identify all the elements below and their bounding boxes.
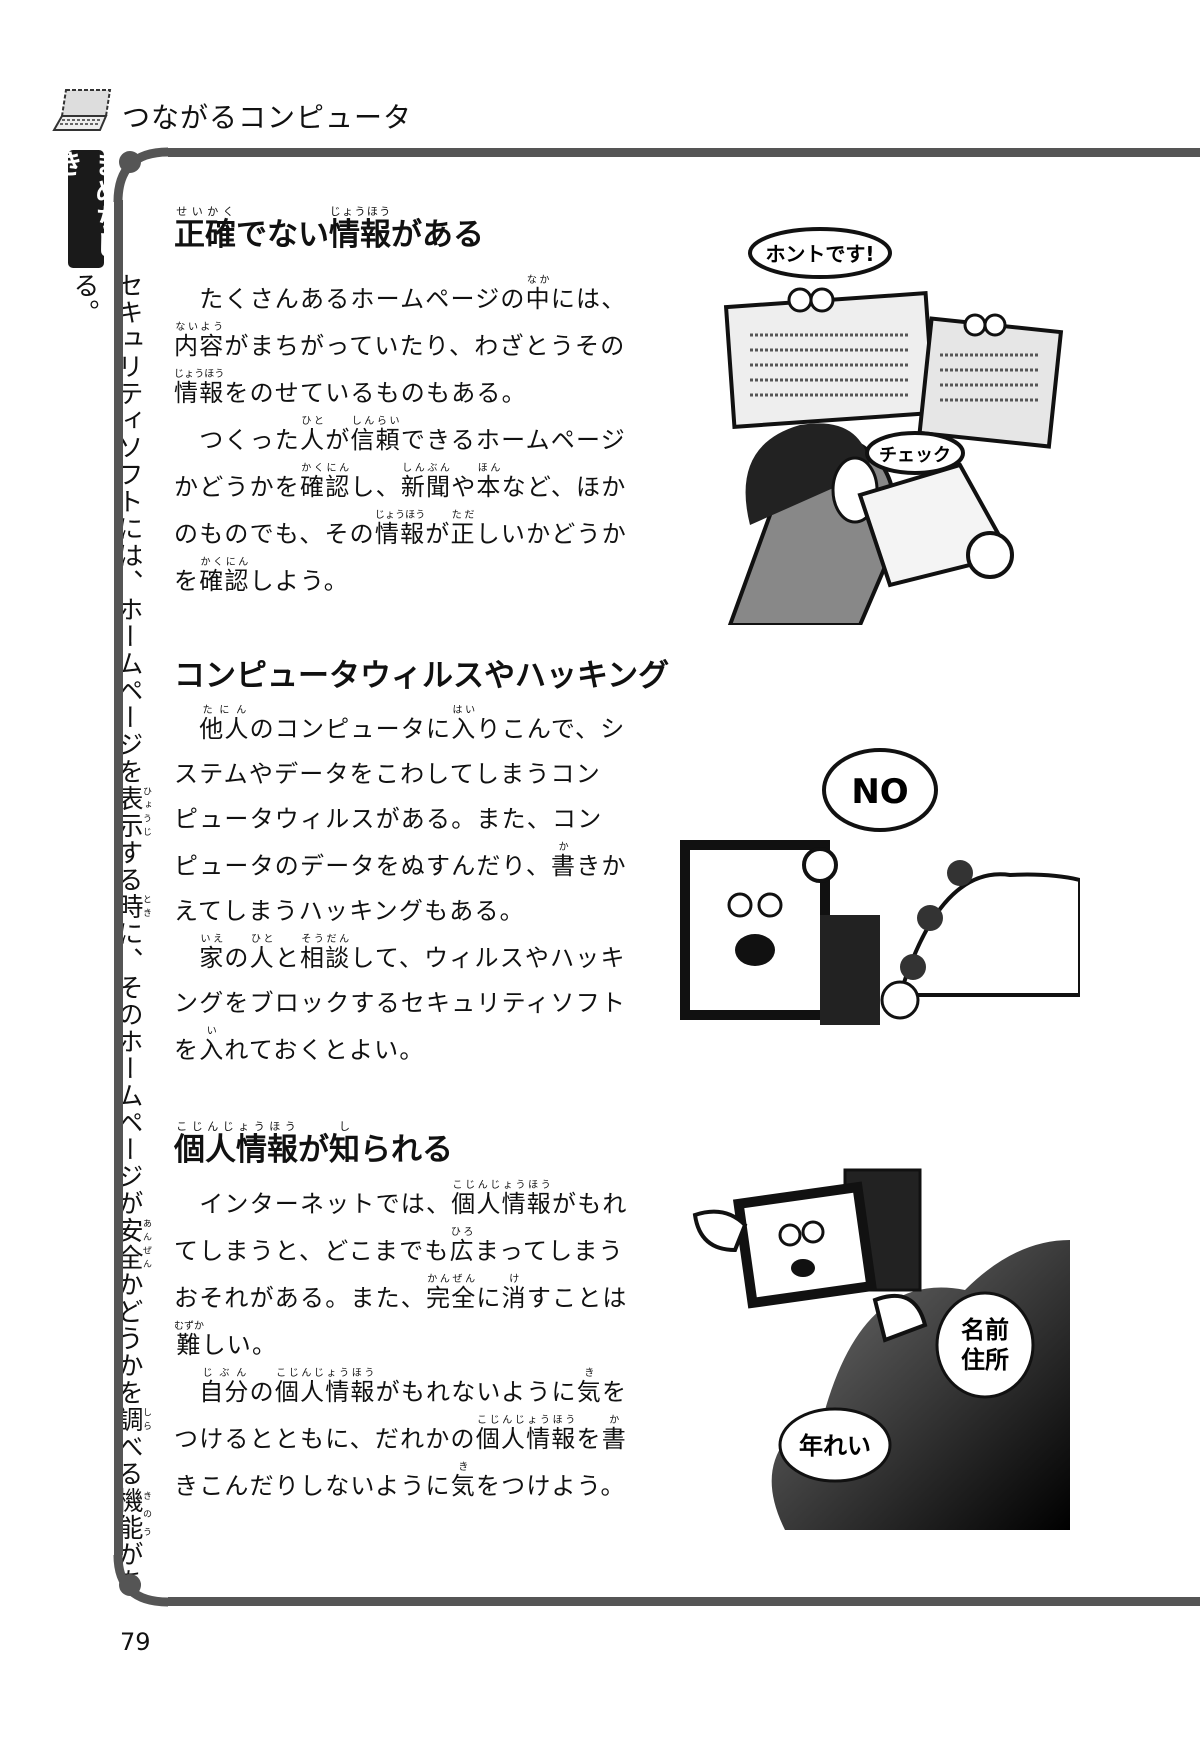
furigana-word: 個人情報こじんじょうほう [451,1180,553,1218]
frame-corner-bottom [113,1554,169,1607]
frame-border-top [168,148,1200,157]
furigana-word: 情報じょうほう [374,510,426,548]
text-line: を確認かくにんしよう。 [174,557,349,595]
text-line: のものでも、その情報じょうほうが正ただしいかどうか [174,510,627,548]
furigana-word: 情報じょうほう [329,205,391,253]
text-line: 情報じょうほうをのせているものもある。 [174,369,527,407]
bubble-address: 住所 [961,1346,1009,1374]
furigana-word: 書か [601,1415,627,1453]
text-line: 家いえの人ひとと相談そうだんして、ウィルスやハッキ [199,934,626,972]
text-line: きこんだりしないように気きをつけよう。 [174,1462,626,1500]
furigana-word: 個人情報こじんじょうほう [174,1120,298,1168]
bubble-age: 年れい [799,1432,871,1460]
text-line: かどうかを確認かくにんし、新聞しんぶんや本ほんなど、ほか [174,463,627,501]
furigana-word: 完全かんぜん [426,1274,477,1312]
text-line: えてしまうハッキングもある。 [174,897,525,925]
section-title-virus-hacking: コンピュータウィルスやハッキング [174,658,670,694]
sidebar-note: セキュリティソフトには、ホームページを表示ひょうじする時ときに、そのホームページ… [69,272,151,1595]
illustration-personal-info: 名前 住所 年れい [692,1168,1070,1530]
mamechishiki-label: まめちしき [51,150,121,268]
text-line: 難むずかしい。 [174,1321,278,1359]
furigana-word: 難むずか [174,1321,204,1359]
text-line: おそれがある。また、完全かんぜんに消けすことは [174,1274,628,1312]
speech-bubble-honto: ホントです! [765,242,874,266]
text-line: 自分じぶんの個人情報こじんじょうほうがもれないように気きを [199,1368,628,1406]
furigana-word: 確認かくにん [199,557,250,595]
section-body-inaccurate-info: たくさんあるホームページの中なかには、内容ないようがまちがっていたり、わざとうそ… [174,275,664,604]
furigana-word: 個人情報こじんじょうほう [475,1415,577,1453]
furigana-word: 相談そうだん [300,934,351,972]
text-line: ピュータのデータをぬすんだり、書かきか [174,842,627,880]
text-line: たくさんあるホームページの中なかには、 [174,275,627,313]
furigana-word: 本ほん [476,463,502,501]
furigana-word: 書か [551,842,577,880]
furigana-word: 消け [501,1274,527,1312]
frame-border-left [114,200,123,1555]
speech-bubble-check: チェック [879,445,951,466]
text-line: つけるとともに、だれかの個人情報こじんじょうほうを書か [174,1415,627,1453]
text-line: 内容ないようがまちがっていたり、わざとうその [174,322,626,360]
text-line: ングをブロックするセキュリティソフト [174,989,627,1017]
furigana-word: 個人情報こじんじょうほう [274,1368,376,1406]
furigana-word: 情報じょうほう [174,369,225,407]
furigana-word: 他人たにん [199,705,250,743]
section-body-personal-info: インターネットでは、個人情報こじんじょうほうがもれてしまうと、どこまでも広ひろま… [174,1180,664,1509]
text-line: インターネットでは、個人情報こじんじょうほうがもれ [174,1180,628,1218]
laptop-icon [52,89,112,131]
furigana-word: 入い [199,1026,225,1064]
bubble-name: 名前 [961,1316,1009,1344]
frame-corner-top [113,147,169,203]
furigana-word: 知し [329,1120,360,1168]
furigana-word: 人ひと [249,934,275,972]
text-line: つくった人ひとが信頼しんらいできるホームページ [174,416,626,454]
furigana-word: 気き [450,1462,476,1500]
illustration-reading-book: ホントです! チェック [723,227,1064,625]
furigana-word: 気き [576,1368,602,1406]
furigana-word: 入はい [451,705,477,743]
furigana-word: 中なか [525,275,551,313]
text-line: を入いれておくとよい。 [174,1026,425,1064]
illustration-monitor-virus: NO [680,748,1080,1025]
frame-border-bottom [168,1597,1200,1606]
text-line: ステムやデータをこわしてしまうコン [174,760,601,788]
furigana-word: 家いえ [199,934,225,972]
furigana-word: 人ひと [300,416,326,454]
section-body-virus-hacking: 他人たにんのコンピュータに入はいりこんで、システムやデータをこわしてしまうコンピ… [174,705,664,1073]
furigana-word: 確認かくにん [300,463,351,501]
furigana-word: 新聞しんぶん [400,463,452,501]
furigana-word: 内容ないよう [174,322,225,360]
page-number: 79 [120,1628,151,1656]
text-line: ピュータウィルスがある。また、コン [174,805,603,833]
section-title-inaccurate-info: 正確せいかくでない情報じょうほうがある [174,205,484,253]
furigana-word: 広ひろ [449,1227,475,1265]
furigana-word: 信頼しんらい [350,416,401,454]
furigana-word: 正ただ [450,510,476,548]
furigana-word: 正確せいかく [174,205,236,253]
section-title-personal-info: 個人情報こじんじょうほうが知しられる [174,1120,453,1168]
chapter-title: つながるコンピュータ [122,101,413,134]
speech-bubble-no: NO [851,772,908,812]
furigana-word: 自分じぶん [199,1368,250,1406]
text-line: てしまうと、どこまでも広ひろまってしまう [174,1227,624,1265]
text-line: 他人たにんのコンピュータに入はいりこんで、シ [199,705,626,743]
